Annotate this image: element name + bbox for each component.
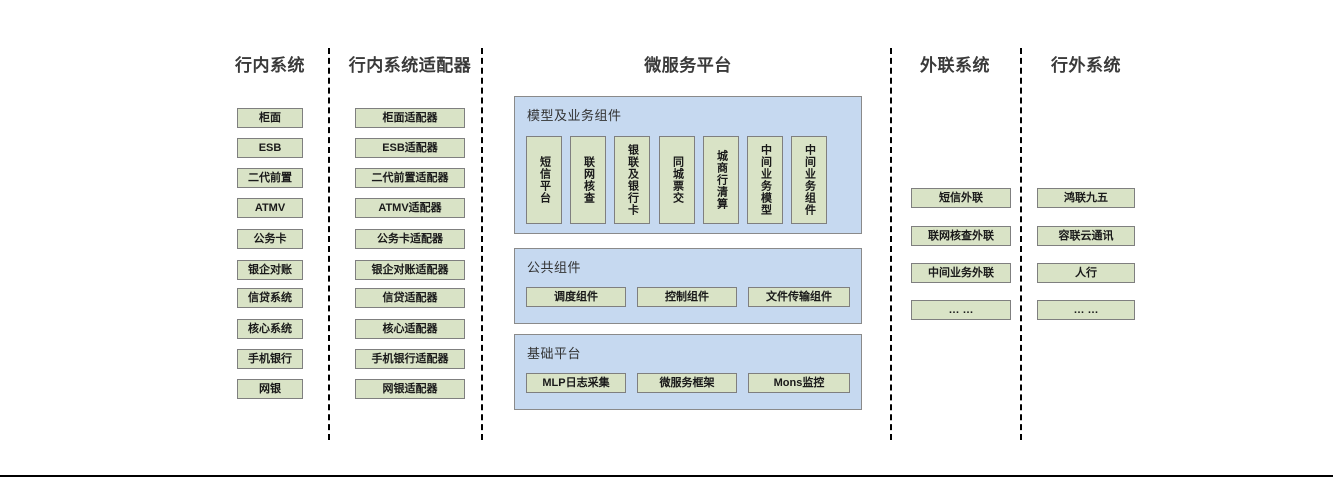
inner-system-box[interactable]: 二代前置: [237, 168, 303, 188]
bottom-rule: [0, 475, 1333, 477]
inner-adapter-box[interactable]: 银企对账适配器: [355, 260, 465, 280]
inner-adapter-box[interactable]: 手机银行适配器: [355, 349, 465, 369]
public-component-box[interactable]: 控制组件: [637, 287, 737, 307]
model-component-label: 短信平台: [538, 156, 551, 204]
column-title-outside-systems: 行外系统: [1051, 56, 1121, 75]
panel-public-components: 公共组件: [514, 248, 862, 324]
inner-adapter-box[interactable]: 二代前置适配器: [355, 168, 465, 188]
outside-system-box[interactable]: 鸿联九五: [1037, 188, 1135, 208]
column-title-microservice-platform: 微服务平台: [644, 56, 732, 75]
inner-system-box[interactable]: 公务卡: [237, 229, 303, 249]
column-title-inner-systems: 行内系统: [235, 56, 305, 75]
base-platform-box[interactable]: Mons监控: [748, 373, 850, 393]
outside-system-box[interactable]: … …: [1037, 300, 1135, 320]
outside-system-box[interactable]: 人行: [1037, 263, 1135, 283]
panel-title: 基础平台: [527, 346, 582, 361]
public-component-box[interactable]: 文件传输组件: [748, 287, 850, 307]
inner-adapter-box[interactable]: ESB适配器: [355, 138, 465, 158]
base-platform-box[interactable]: MLP日志采集: [526, 373, 626, 393]
inner-system-box[interactable]: 银企对账: [237, 260, 303, 280]
external-link-box[interactable]: 短信外联: [911, 188, 1011, 208]
model-component-box[interactable]: 同城票交: [659, 136, 695, 224]
model-component-box[interactable]: 银联及银行卡: [614, 136, 650, 224]
inner-system-box[interactable]: 网银: [237, 379, 303, 399]
divider-4: [1020, 48, 1022, 440]
external-link-box[interactable]: … …: [911, 300, 1011, 320]
model-component-box[interactable]: 短信平台: [526, 136, 562, 224]
public-component-box[interactable]: 调度组件: [526, 287, 626, 307]
inner-system-box[interactable]: ESB: [237, 138, 303, 158]
inner-adapter-box[interactable]: 网银适配器: [355, 379, 465, 399]
model-component-label: 中间业务组件: [803, 144, 816, 216]
model-component-label: 联网核查: [582, 156, 595, 204]
inner-adapter-box[interactable]: 信贷适配器: [355, 288, 465, 308]
inner-adapter-box[interactable]: 核心适配器: [355, 319, 465, 339]
model-component-box[interactable]: 联网核查: [570, 136, 606, 224]
inner-adapter-box[interactable]: ATMV适配器: [355, 198, 465, 218]
inner-adapter-box[interactable]: 公务卡适配器: [355, 229, 465, 249]
model-component-box[interactable]: 中间业务模型: [747, 136, 783, 224]
inner-system-box[interactable]: 核心系统: [237, 319, 303, 339]
outside-system-box[interactable]: 容联云通讯: [1037, 226, 1135, 246]
inner-adapter-box[interactable]: 柜面适配器: [355, 108, 465, 128]
model-component-box[interactable]: 中间业务组件: [791, 136, 827, 224]
external-link-box[interactable]: 联网核查外联: [911, 226, 1011, 246]
panel-title: 模型及业务组件: [527, 108, 622, 123]
divider-1: [328, 48, 330, 440]
model-component-box[interactable]: 城商行清算: [703, 136, 739, 224]
inner-system-box[interactable]: ATMV: [237, 198, 303, 218]
inner-system-box[interactable]: 手机银行: [237, 349, 303, 369]
divider-3: [890, 48, 892, 440]
base-platform-box[interactable]: 微服务框架: [637, 373, 737, 393]
model-component-label: 中间业务模型: [759, 144, 772, 216]
panel-title: 公共组件: [527, 260, 582, 275]
model-component-label: 银联及银行卡: [626, 144, 639, 216]
inner-system-box[interactable]: 柜面: [237, 108, 303, 128]
external-link-box[interactable]: 中间业务外联: [911, 263, 1011, 283]
divider-2: [481, 48, 483, 440]
model-component-label: 同城票交: [671, 156, 684, 204]
column-title-external-link-systems: 外联系统: [920, 56, 990, 75]
inner-system-box[interactable]: 信贷系统: [237, 288, 303, 308]
column-title-inner-adapters: 行内系统适配器: [348, 56, 472, 75]
panel-base-platform: 基础平台: [514, 334, 862, 410]
model-component-label: 城商行清算: [715, 150, 728, 210]
